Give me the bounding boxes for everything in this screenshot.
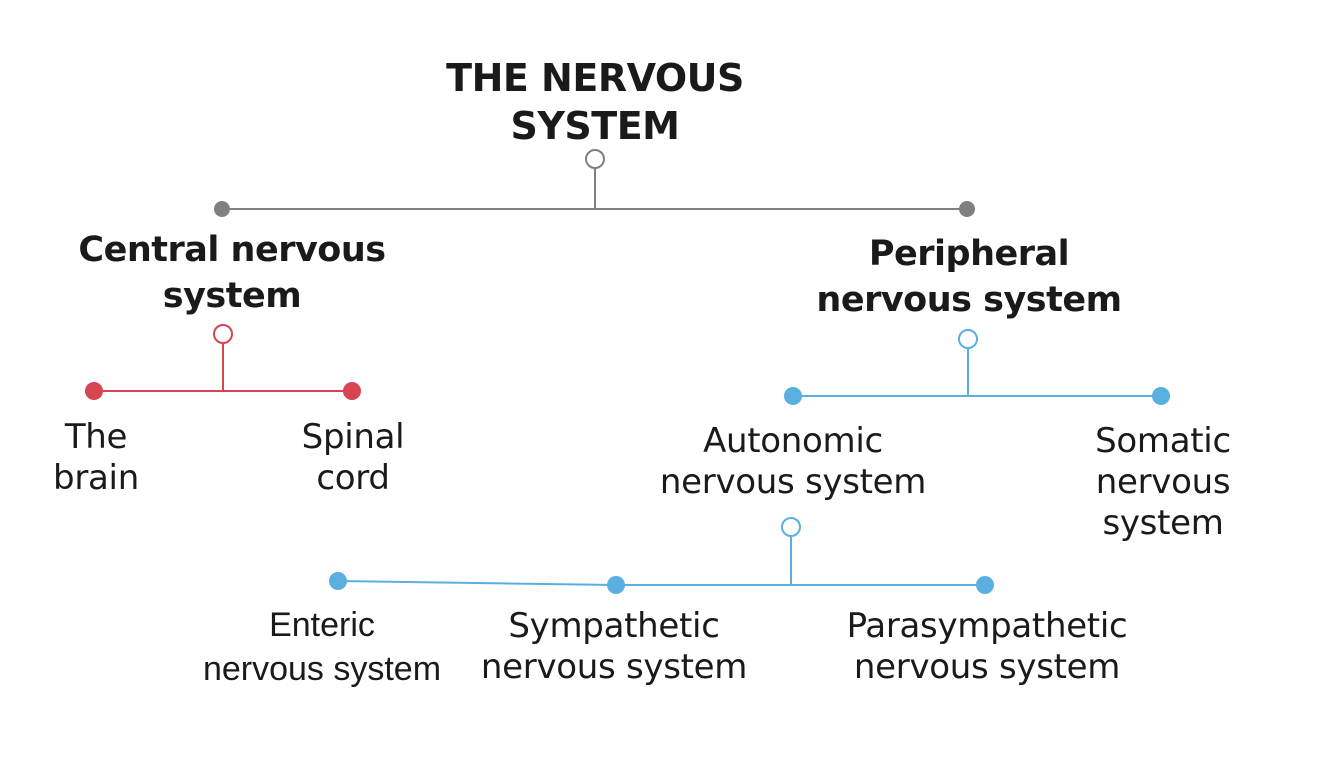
spinal-label-line1: Spinal bbox=[301, 417, 405, 457]
root-title: THE NERVOUS SYSTEM bbox=[446, 54, 744, 150]
brain-dot bbox=[85, 382, 103, 400]
somatic-label-line3: system bbox=[1102, 503, 1224, 543]
peripheral-label-line2: nervous system bbox=[816, 280, 1122, 320]
sympathetic-label-line2: nervous system bbox=[480, 647, 748, 687]
enteric-nervous-system-label: Enteric nervous system bbox=[203, 603, 441, 691]
somatic-dot bbox=[1152, 387, 1170, 405]
peripheral-open-node bbox=[958, 329, 978, 349]
brain-label-line1: The bbox=[64, 417, 128, 457]
enteric-label-line2: nervous system bbox=[202, 650, 442, 688]
autonomic-open-node bbox=[781, 517, 801, 537]
somatic-label-line2: nervous bbox=[1095, 462, 1231, 502]
spinal-cord-label: Spinal cord bbox=[302, 417, 405, 499]
autonomic-label-line1: Autonomic bbox=[703, 421, 883, 461]
spinal-cord-dot bbox=[343, 382, 361, 400]
peripheral-dot bbox=[959, 201, 975, 217]
somatic-label-line1: Somatic bbox=[1095, 421, 1231, 461]
autonomic-nervous-system-label: Autonomic nervous system bbox=[660, 421, 926, 503]
parasympathetic-label-line1: Parasympathetic bbox=[846, 606, 1128, 646]
central-open-node bbox=[213, 324, 233, 344]
root-title-line2: SYSTEM bbox=[510, 104, 680, 148]
sympathetic-dot bbox=[607, 576, 625, 594]
peripheral-nervous-system-label: Peripheral nervous system bbox=[816, 231, 1122, 323]
peripheral-connector-group bbox=[784, 329, 1170, 405]
root-title-line1: THE NERVOUS bbox=[446, 56, 744, 100]
autonomic-label-line2: nervous system bbox=[659, 462, 927, 502]
autonomic-branch-line-left bbox=[337, 580, 617, 586]
enteric-label-line1: Enteric bbox=[269, 606, 375, 644]
central-dot bbox=[214, 201, 230, 217]
sympathetic-label-line1: Sympathetic bbox=[508, 606, 720, 646]
central-label-line2: system bbox=[162, 276, 302, 316]
root-open-node bbox=[585, 149, 605, 169]
central-connector-group bbox=[85, 324, 361, 400]
spinal-label-line2: cord bbox=[316, 458, 390, 498]
central-nervous-system-label: Central nervous system bbox=[78, 227, 386, 319]
somatic-nervous-system-label: Somatic nervous system bbox=[1095, 421, 1231, 544]
central-label-line1: Central nervous bbox=[78, 230, 386, 270]
peripheral-label-line1: Peripheral bbox=[868, 234, 1070, 274]
parasympathetic-nervous-system-label: Parasympathetic nervous system bbox=[847, 606, 1128, 688]
enteric-dot bbox=[329, 572, 347, 590]
parasympathetic-dot bbox=[976, 576, 994, 594]
brain-label-line2: brain bbox=[53, 458, 139, 498]
autonomic-dot bbox=[784, 387, 802, 405]
the-brain-label: The brain bbox=[53, 417, 139, 499]
sympathetic-nervous-system-label: Sympathetic nervous system bbox=[481, 606, 747, 688]
parasympathetic-label-line2: nervous system bbox=[853, 647, 1121, 687]
root-connector-group bbox=[214, 149, 975, 217]
autonomic-connector-group bbox=[329, 517, 994, 594]
